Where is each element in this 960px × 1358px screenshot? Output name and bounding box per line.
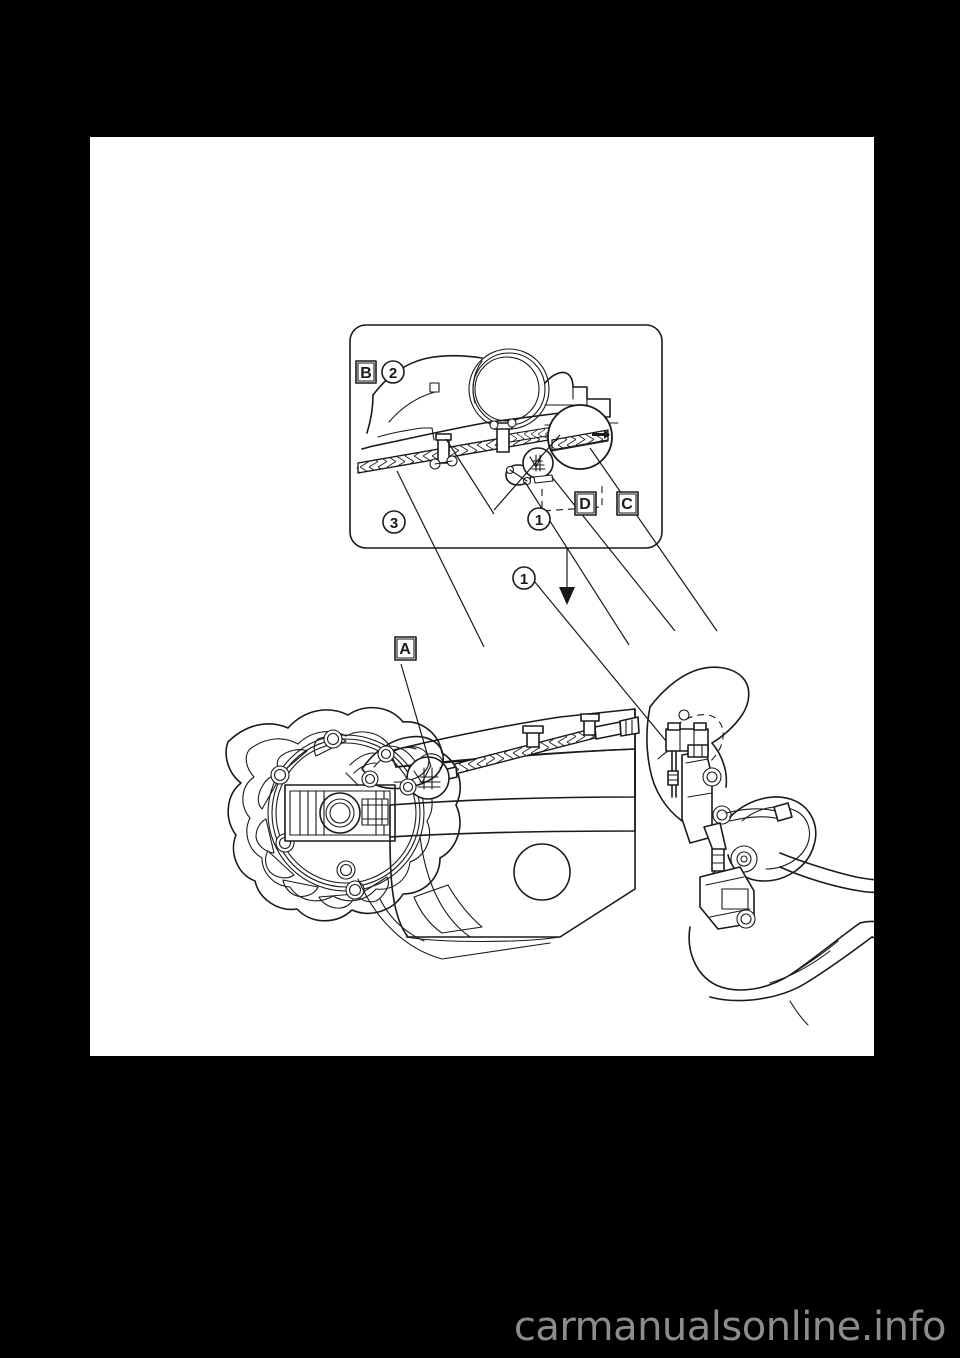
brake-hose-assembly xyxy=(406,713,640,800)
manual-page: .ln { fill:none; stroke:#1a1a1a; stroke-… xyxy=(90,137,874,1056)
hose-clamp-swingarm-2 xyxy=(580,713,600,736)
hose-clamp-left xyxy=(429,433,458,470)
inset-pointer-arrow xyxy=(559,548,575,605)
inset-detail-box xyxy=(349,324,718,648)
callout-b-text: B xyxy=(360,365,372,382)
callout-main-1-text: 1 xyxy=(520,571,528,588)
swingarm xyxy=(357,708,636,960)
axle-adjuster-block xyxy=(284,784,396,842)
callout-labels: B 2 3 1 D xyxy=(355,360,667,768)
technical-illustration: .ln { fill:none; stroke:#1a1a1a; stroke-… xyxy=(225,324,874,1026)
callout-d-text: D xyxy=(579,496,591,513)
watermark-text: carmanualsonline.info xyxy=(513,1304,947,1350)
callout-c-text: C xyxy=(621,496,633,513)
callout-b: B xyxy=(355,360,377,384)
main-assembly xyxy=(225,666,874,1026)
hose-clamp-right xyxy=(489,418,517,453)
magnifier-circle-d xyxy=(522,447,554,479)
site-watermark: carmanualsonline.info xyxy=(0,1296,960,1358)
hose-clamp-swingarm xyxy=(522,725,544,748)
magnifier-circle-c xyxy=(547,404,613,470)
callout-inset-1: 1 xyxy=(527,507,551,531)
callout-2: 2 xyxy=(381,360,405,384)
callout-3-text: 3 xyxy=(390,515,398,532)
callout-3: 3 xyxy=(382,510,406,534)
callout-2-text: 2 xyxy=(389,365,397,382)
callout-c: C xyxy=(616,491,639,516)
rear-brake-caliper xyxy=(345,735,444,796)
brake-pedal-assembly xyxy=(688,796,874,1026)
callout-inset-1-text: 1 xyxy=(535,512,543,529)
callout-main-a-text: A xyxy=(399,641,411,658)
caliper-hose-lower xyxy=(725,802,793,822)
callout-main-1: 1 xyxy=(512,566,667,742)
brake-master-cylinder xyxy=(665,722,732,888)
callout-d: D xyxy=(574,491,597,516)
callout-main-a: A xyxy=(394,636,432,768)
rear-brake-disc xyxy=(225,706,461,922)
